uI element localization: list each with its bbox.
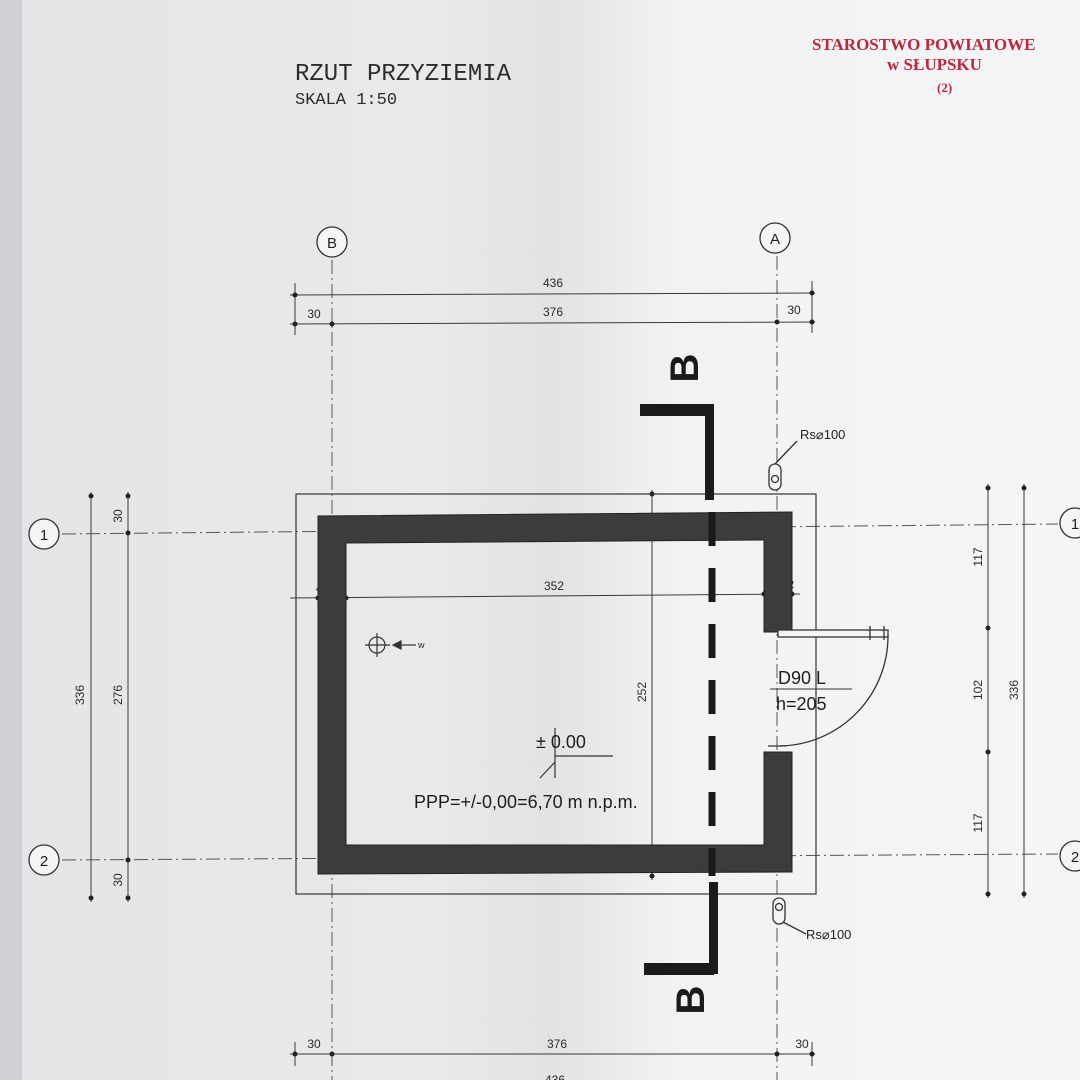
dim-inner-width: 352 bbox=[544, 579, 564, 593]
dim-bottom-total: 436 bbox=[545, 1073, 565, 1080]
dim-right-mid: 102 bbox=[971, 680, 985, 700]
axis-1-label: 1 bbox=[40, 527, 48, 544]
dim-left-mid: 276 bbox=[111, 685, 125, 705]
drawing-scale: SKALA 1:50 bbox=[295, 91, 397, 110]
axis-2-right-label: 2 bbox=[1071, 849, 1079, 866]
dim-inner-height: 252 bbox=[635, 682, 649, 702]
vent-bottom-icon bbox=[772, 897, 807, 935]
vent-bottom-label: Rs⌀100 bbox=[806, 927, 851, 942]
axis-2-label: 2 bbox=[40, 853, 48, 870]
stamp-line-3: (2) bbox=[937, 80, 952, 95]
vent-top-icon bbox=[768, 440, 798, 491]
door-swing bbox=[768, 626, 889, 747]
dim-top-total: 436 bbox=[543, 276, 563, 290]
dim-top-right: 30 bbox=[787, 303, 801, 317]
axis-1-right-label: 1 bbox=[1071, 516, 1079, 533]
office-stamp: STAROSTWO POWIATOWE w SŁUPSKU (2) bbox=[812, 35, 1035, 95]
axis-b-label: B bbox=[327, 235, 337, 252]
dimension-ticks bbox=[88, 290, 1027, 1057]
dim-bottom-left: 30 bbox=[307, 1037, 321, 1051]
level-ppp: PPP=+/-0,00=6,70 m n.p.m. bbox=[414, 792, 638, 812]
water-inlet-label: w bbox=[417, 640, 425, 650]
level-marker-icon bbox=[539, 728, 613, 779]
level-value: ± 0.00 bbox=[536, 732, 586, 752]
dim-left-outer: 336 bbox=[73, 685, 87, 705]
door-height: h=205 bbox=[776, 694, 827, 714]
section-label-top: B bbox=[663, 354, 707, 383]
water-inlet-icon bbox=[365, 633, 416, 657]
foundation-outline bbox=[295, 493, 817, 895]
dim-top-left: 30 bbox=[307, 307, 321, 321]
stamp-line-2: w SŁUPSKU bbox=[887, 55, 982, 74]
door-type: D90 L bbox=[778, 668, 826, 688]
dim-right-total: 336 bbox=[1007, 680, 1021, 700]
dim-top-mid: 376 bbox=[543, 305, 563, 319]
vent-top-label: Rs⌀100 bbox=[800, 427, 845, 442]
dim-bottom-right: 30 bbox=[795, 1037, 809, 1051]
dim-right-top: 117 bbox=[971, 547, 985, 566]
dim-bottom-mid: 376 bbox=[547, 1037, 567, 1051]
dim-left-top: 30 bbox=[111, 509, 125, 523]
axis-labels: B A 1 2 1 2 bbox=[40, 231, 1079, 870]
section-label-bottom: B bbox=[669, 986, 713, 1015]
dim-left-bottom: 30 bbox=[111, 873, 125, 887]
axis-bubbles bbox=[28, 222, 1080, 876]
section-line-b bbox=[640, 404, 718, 975]
stamp-line-1: STAROSTWO POWIATOWE bbox=[812, 35, 1035, 54]
axis-a-label: A bbox=[770, 231, 780, 248]
dim-right-bottom: 117 bbox=[971, 813, 985, 832]
drawing-title: RZUT PRZYZIEMIA bbox=[295, 61, 512, 88]
